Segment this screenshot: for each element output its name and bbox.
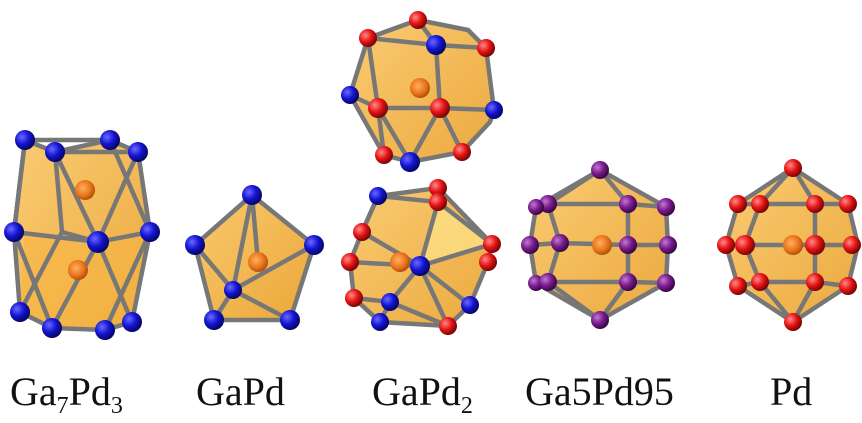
gapd-atoms xyxy=(185,185,324,330)
polyhedron-gapd2-upper xyxy=(341,11,503,172)
ga7pd3-atoms xyxy=(4,130,160,340)
polyhedron-gapd2-lower xyxy=(341,179,501,335)
polyhedron-ga5pd95 xyxy=(521,161,677,329)
polyhedron-gapd xyxy=(185,185,324,330)
label-ga7pd3: Ga7Pd3 xyxy=(10,369,123,419)
label-gapd: GaPd xyxy=(196,369,285,414)
label-pd: Pd xyxy=(770,369,813,414)
polyhedron-pd xyxy=(717,159,861,331)
label-gapd2: GaPd2 xyxy=(372,369,473,419)
polyhedron-ga7pd3 xyxy=(4,130,160,340)
ga5pd95-atoms xyxy=(521,161,677,329)
gapd2-upper-atoms xyxy=(341,11,503,172)
gapd2-lower-atoms xyxy=(341,179,501,335)
label-ga5pd95: Ga5Pd95 xyxy=(525,369,674,414)
pd-atoms xyxy=(717,159,861,331)
